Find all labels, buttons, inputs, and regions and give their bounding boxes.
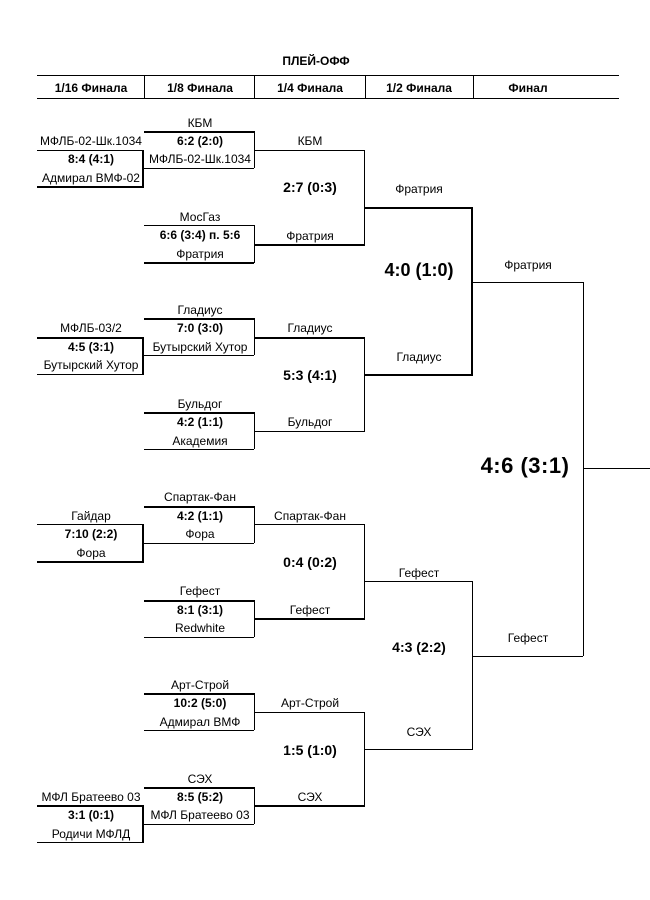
header-top-line [37, 75, 619, 76]
team-name: Гладиус [177, 303, 223, 317]
header-divider [254, 75, 255, 98]
team-name: Бульдог [287, 415, 333, 429]
team-name: Гефест [179, 584, 221, 598]
team-name: Гайдар [71, 509, 111, 523]
team-name: Спартак-Фан [274, 509, 346, 523]
match-score: 4:2 (1:1) [176, 415, 224, 429]
team-name: Бутырский Хутор [43, 358, 139, 372]
team-name: КБМ [297, 134, 323, 148]
match-score: 7:0 (3:0) [176, 321, 224, 335]
team-name: Гефест [289, 603, 331, 617]
team-name: МФЛБ-02-Шк.1034 [40, 134, 142, 148]
match-score: 4:0 (1:0) [384, 260, 454, 280]
round-header-final: Финал [508, 81, 548, 95]
team-name: Фратрия [395, 182, 443, 196]
match-score: 4:5 (3:1) [67, 340, 115, 354]
team-name: Фора [185, 527, 215, 541]
round-header-1-2: 1/2 Финала [386, 81, 452, 95]
match-score: 6:6 (3:4) п. 5:6 [159, 228, 241, 242]
team-name: Академия [172, 434, 228, 448]
team-name: Родичи МФЛД [51, 827, 131, 841]
page-title: ПЛЕЙ-ОФФ [282, 54, 350, 68]
team-name: КБМ [187, 116, 213, 130]
team-name: Гефест [398, 566, 440, 580]
team-name: СЭХ [187, 772, 213, 786]
team-name: Гладиус [287, 321, 333, 335]
team-name: МФЛ Братеево 03 [150, 808, 250, 822]
team-name: Арт-Строй [280, 696, 340, 710]
team-name: СЭХ [406, 725, 432, 739]
match-score: 10:2 (5:0) [173, 696, 227, 710]
match-score: 6:2 (2:0) [176, 134, 224, 148]
match-score: 7:10 (2:2) [64, 527, 118, 541]
match-score: 0:4 (0:2) [283, 554, 337, 570]
match-score: 2:7 (0:3) [283, 179, 337, 195]
match-score: 3:1 (0:1) [67, 808, 115, 822]
match-score: 1:5 (1:0) [283, 742, 337, 758]
team-name: Бутырский Хутор [152, 340, 248, 354]
match-score: 8:1 (3:1) [176, 603, 224, 617]
team-name: Гефест [507, 631, 549, 645]
match-score: 8:5 (5:2) [176, 790, 224, 804]
team-name: МФЛБ-03/2 [60, 321, 122, 335]
match-score: 4:3 (2:2) [392, 639, 446, 655]
match-score: 5:3 (4:1) [283, 367, 337, 383]
match-score: 8:4 (4:1) [67, 152, 115, 166]
header-bottom-line [37, 98, 619, 99]
team-name: Фора [76, 546, 106, 560]
team-name: Redwhite [174, 621, 226, 635]
team-name: Арт-Строй [170, 678, 230, 692]
header-divider [365, 75, 366, 98]
header-divider [473, 75, 474, 98]
team-name: Фратрия [286, 229, 334, 243]
team-name: Гладиус [396, 350, 442, 364]
team-name: Адмирал ВМФ-02 [42, 171, 140, 185]
team-name: МФЛ Братеево 03 [41, 790, 141, 804]
match-score: 4:2 (1:1) [176, 509, 224, 523]
header-divider [144, 75, 145, 98]
round-header-1-16: 1/16 Финала [54, 81, 128, 95]
team-name: Спартак-Фан [164, 490, 236, 504]
team-name: МосГаз [179, 210, 221, 224]
match-score: 4:6 (3:1) [480, 453, 570, 478]
team-name: МФЛБ-02-Шк.1034 [149, 152, 251, 166]
round-header-1-8: 1/8 Финала [167, 81, 233, 95]
team-name: Адмирал ВМФ [159, 715, 241, 729]
champion-line [583, 468, 650, 469]
team-name: Фратрия [504, 258, 552, 272]
team-name: Фратрия [176, 247, 224, 261]
round-header-1-4: 1/4 Финала [277, 81, 343, 95]
team-name: Бульдог [177, 397, 223, 411]
team-name: СЭХ [297, 790, 323, 804]
